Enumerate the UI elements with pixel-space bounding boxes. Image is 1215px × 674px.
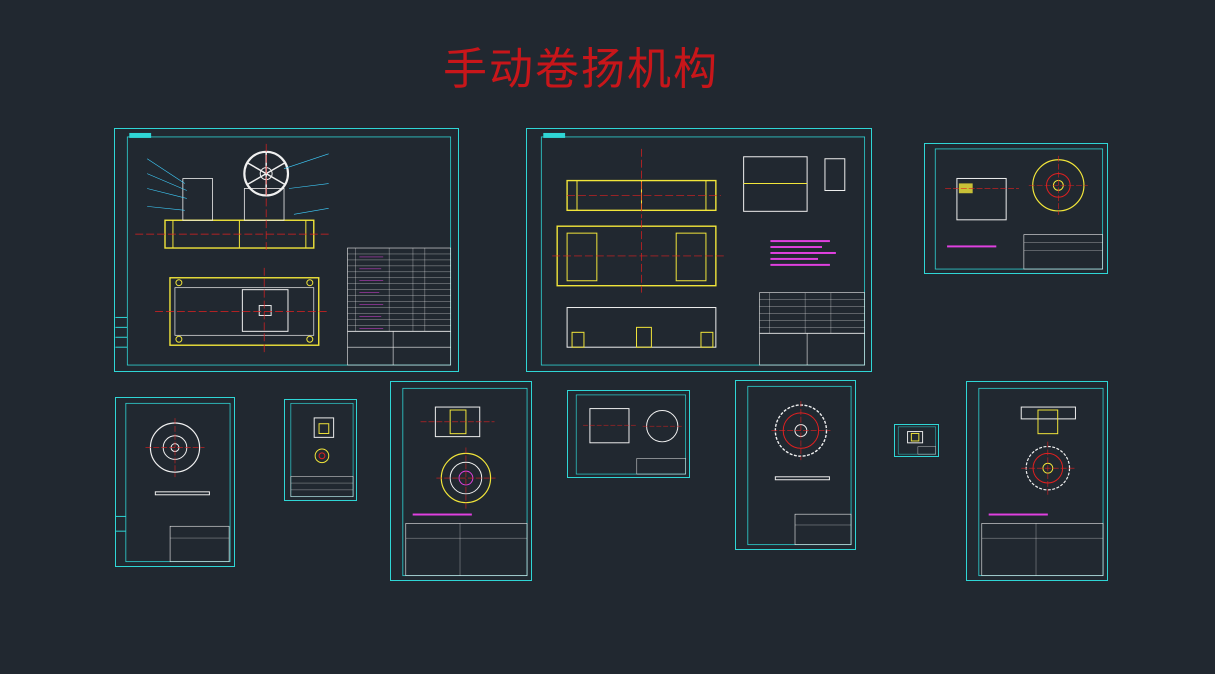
sprocket-drawing: [747, 385, 852, 546]
sheet-bracket[interactable]: [284, 399, 357, 501]
small-part-drawing: [897, 426, 936, 455]
sheet-sprocket[interactable]: [735, 380, 856, 550]
frame-drawing: [540, 132, 866, 366]
plate-drawing: [575, 394, 687, 475]
sheet-gear-a[interactable]: [115, 397, 235, 567]
assembly-drawing: [115, 132, 452, 366]
sheet-frame[interactable]: [526, 128, 872, 372]
sheet-sub-assembly[interactable]: [924, 143, 1108, 274]
gear-a-drawing: [116, 402, 231, 563]
sub-assembly-drawing: [934, 148, 1104, 270]
sheet-plate[interactable]: [567, 390, 690, 478]
sheet-assembly[interactable]: [114, 128, 459, 372]
bracket-drawing: [290, 402, 354, 498]
flange-drawing: [978, 387, 1104, 577]
drawing-title: 手动卷扬机构: [443, 44, 719, 95]
sheet-wheel-shaft[interactable]: [390, 381, 532, 581]
wheel-shaft-drawing: [402, 387, 528, 577]
sheet-small-part[interactable]: [894, 424, 939, 457]
sheet-flange[interactable]: [966, 381, 1108, 581]
